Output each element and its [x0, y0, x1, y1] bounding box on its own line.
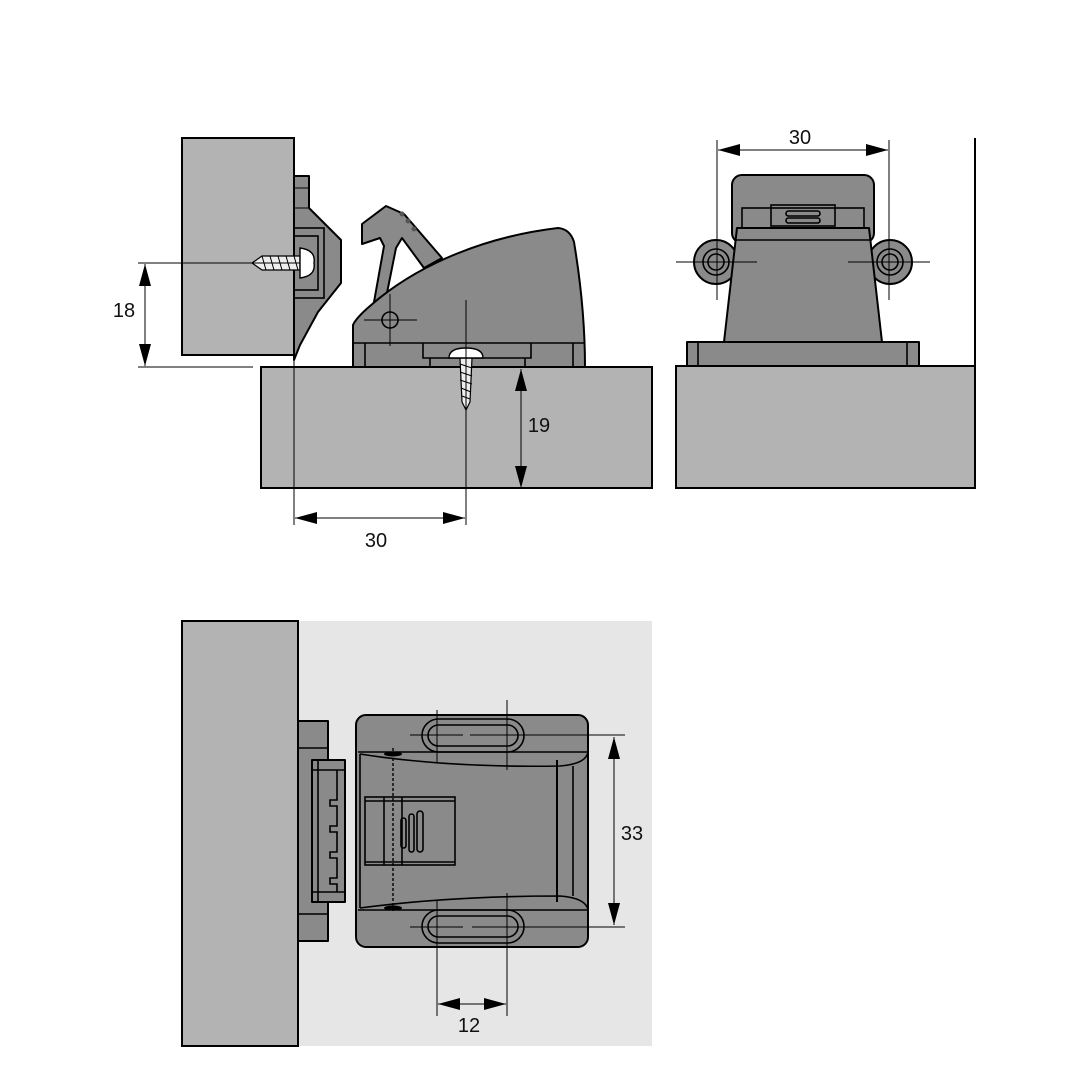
- cabinet-bottom-panel: [260, 366, 653, 489]
- dimension-label: 30: [789, 127, 811, 149]
- latch-top: [355, 714, 625, 948]
- mounting-hole-crosshair: [364, 294, 417, 346]
- top-view: 33 12: [181, 620, 652, 1047]
- latch-front: [676, 174, 930, 367]
- dimension-30-front: 30: [716, 127, 890, 300]
- cabinet-bottom-panel: [675, 365, 976, 489]
- striker-plate-top: [297, 720, 346, 942]
- cabinet-side-panel: [181, 137, 295, 356]
- dimension-33: 33: [608, 737, 643, 925]
- dimension-30-side: 30: [293, 300, 467, 552]
- cabinet-side-panel: [181, 620, 299, 1047]
- dimension-label: 30: [365, 530, 387, 552]
- dimension-12: 12: [436, 700, 508, 1037]
- side-view: 18 19 30: [113, 137, 653, 552]
- front-view: 30: [675, 127, 976, 489]
- dimension-label: 12: [458, 1015, 480, 1037]
- latch-body: [352, 227, 586, 368]
- dimension-label: 19: [528, 415, 550, 437]
- dimension-19: 19: [515, 369, 550, 488]
- dimension-18: 18: [113, 262, 300, 368]
- dimension-label: 18: [113, 300, 135, 322]
- dimension-label: 33: [621, 823, 643, 845]
- striker-plate: [293, 175, 342, 361]
